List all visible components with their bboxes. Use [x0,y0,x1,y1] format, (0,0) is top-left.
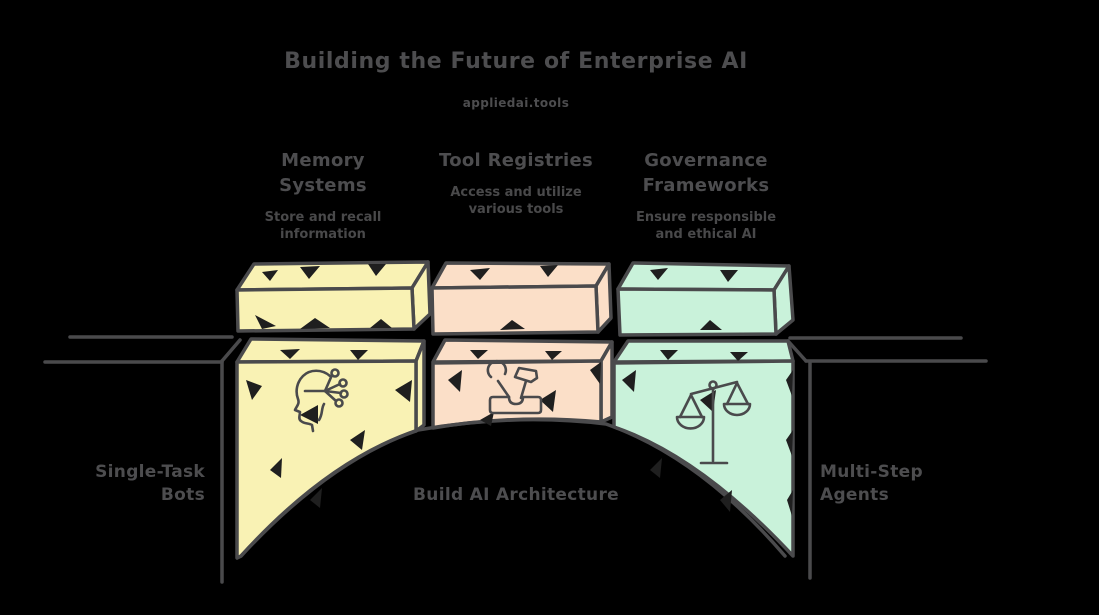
label-single-task-bots: Single-Task Bots [95,462,205,505]
sketch-texture [246,264,793,516]
scales-icon [675,380,752,465]
pillar-description-memory: Store and recall information [264,210,382,242]
pillar-heading-tools: Tool Registries [439,150,593,171]
pillar-description-governance: Ensure responsible and ethical AI [635,210,777,242]
pillar-governance [612,261,795,558]
column-memory: Memory Systems Store and recall informat… [218,148,428,243]
pillar-description-tools: Access and utilize various tools [450,185,582,217]
pillar-memory [235,260,432,560]
column-governance: Governance Frameworks Ensure responsible… [601,148,811,243]
bridge-deck-lines [43,335,988,584]
pillar-heading-memory: Memory Systems [279,150,367,196]
page-title: Building the Future of Enterprise AI [284,49,748,74]
site-label: appliedai.tools [462,96,570,110]
column-tools: Tool Registries Access and utilize vario… [411,148,621,218]
label-multi-step-agents: Multi-Step Agents [820,462,923,505]
toolbox-icon [486,359,543,415]
bridge-arch [239,417,787,558]
pillar-heading-governance: Governance Frameworks [642,150,770,196]
head-network-icon [293,368,349,433]
pillar-tools [430,261,614,430]
label-build-ai-architecture: Build AI Architecture [413,485,619,505]
